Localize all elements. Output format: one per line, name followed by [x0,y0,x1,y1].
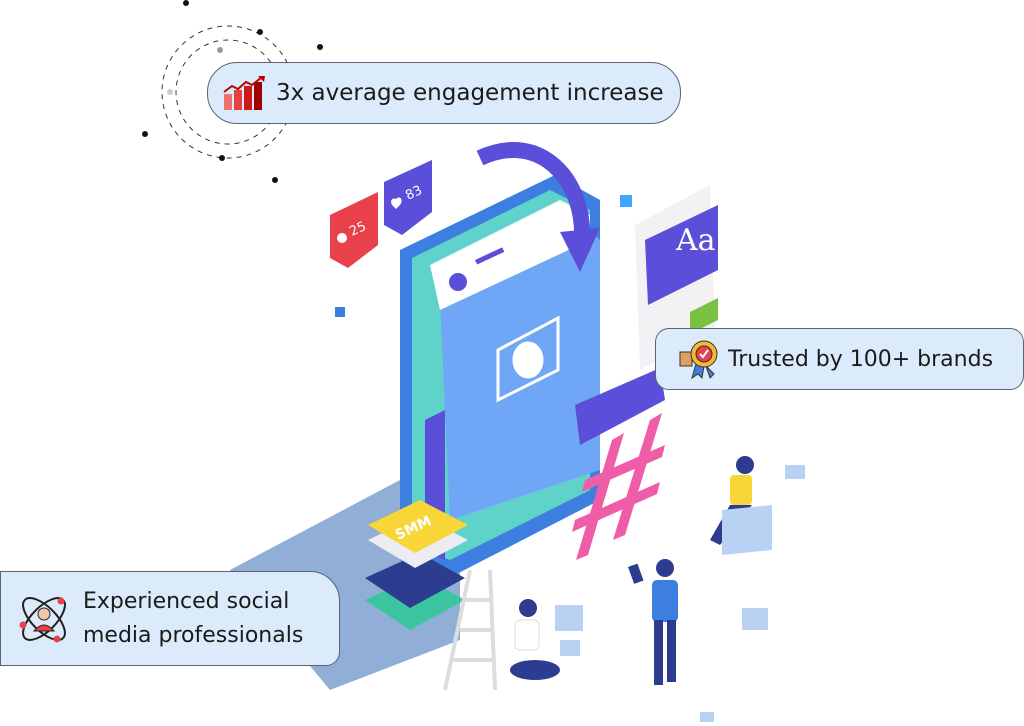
likes-count: 83 [403,183,424,204]
professionals-text-line1: Experienced social [83,588,290,614]
trusted-brands-badge: Trusted by 100+ brands [655,328,1024,390]
phone [400,175,600,580]
dots-decoration [142,0,323,183]
professionals-text-line2: media professionals [83,622,304,648]
person-sitting [710,456,772,555]
ladder [443,569,497,691]
likes-tag: 83 [384,160,432,235]
award-thumbs-up-icon [679,340,718,380]
person-laptop [510,599,560,680]
professional-atom-icon [19,596,66,642]
trusted-text: Trusted by 100+ brands [728,346,994,372]
document-card: Aa [635,185,718,370]
smm-stack: SMM [365,500,468,630]
professionals-badge: Experienced social media professionals [0,571,340,666]
hashtag [572,413,665,560]
cubes-decoration [335,195,805,722]
user-icon [337,233,347,243]
engagement-badge: 3x average engagement increase [207,62,681,124]
engagement-text: 3x average engagement increase [276,80,664,106]
person-standing [628,559,678,685]
doc-heading: Aa [675,223,716,258]
curved-arrow-icon [476,142,591,241]
chat-card [575,368,665,445]
followers-count: 25 [347,219,368,240]
growth-chart-icon [223,76,265,110]
heart-icon [391,197,402,209]
camera-icon [496,315,560,403]
followers-tag: 25 [330,192,378,268]
